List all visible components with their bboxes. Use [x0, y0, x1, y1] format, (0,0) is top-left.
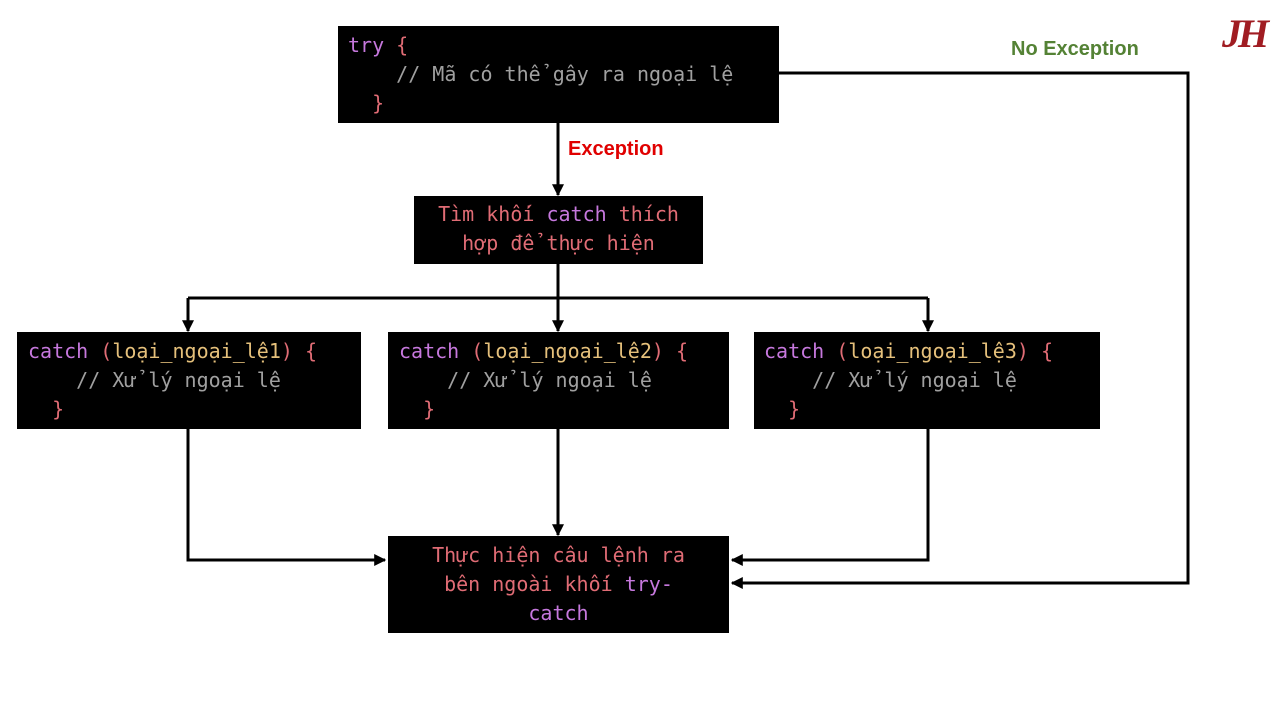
try-close-brace: } — [372, 91, 385, 115]
catch-open-paren: ( — [836, 339, 849, 363]
catch-param: loại_ngoại_lệ2 — [483, 339, 652, 363]
catch-line-3: } — [764, 395, 1100, 424]
try-line-2: // Mã có thể gây ra ngoại lệ — [348, 60, 779, 89]
exit-line-2: bên ngoài khối try- — [388, 570, 729, 599]
catch-line-1: catch (loại_ngoại_lệ2) { — [399, 337, 729, 366]
catch-open-paren: ( — [471, 339, 484, 363]
no-exception-label: No Exception — [1011, 38, 1139, 60]
catch-block-3: catch (loại_ngoại_lệ3) { // Xử lý ngoại … — [754, 332, 1100, 429]
find-text-after: thích — [606, 202, 679, 226]
exit-line-2-keyword: try- — [624, 572, 673, 596]
try-keyword: try — [348, 33, 385, 57]
exception-label: Exception — [568, 138, 664, 160]
try-open-brace: { — [396, 33, 409, 57]
find-line-2: hợp để thực hiện — [462, 231, 655, 255]
catch-block-1: catch (loại_ngoại_lệ1) { // Xử lý ngoại … — [17, 332, 361, 429]
catch-line-1: catch (loại_ngoại_lệ1) { — [28, 337, 361, 366]
find-keyword: catch — [546, 202, 607, 226]
try-comment: // Mã có thể gây ra ngoại lệ — [396, 62, 734, 86]
catch-line-3: } — [28, 395, 361, 424]
catch-line-1: catch (loại_ngoại_lệ3) { — [764, 337, 1100, 366]
catch-comment: // Xử lý ngoại lệ — [76, 368, 281, 392]
catch-line-2: // Xử lý ngoại lệ — [399, 366, 729, 395]
find-text-before: Tìm khối — [438, 202, 547, 226]
edge-no-exception — [730, 71, 1190, 589]
exit-block: Thực hiện câu lệnh ra bên ngoài khối try-… — [388, 536, 729, 633]
catch-close-brace: } — [788, 397, 801, 421]
edge-catch1-to-exit — [186, 429, 387, 566]
jh-logo: JH — [1222, 11, 1269, 56]
catch-close: ) { — [1016, 339, 1054, 363]
catch-comment: // Xử lý ngoại lệ — [447, 368, 652, 392]
exit-line-3-keyword: catch — [528, 601, 589, 625]
catch-line-2: // Xử lý ngoại lệ — [764, 366, 1100, 395]
catch-block-2: catch (loại_ngoại_lệ2) { // Xử lý ngoại … — [388, 332, 729, 429]
exit-line-2-text: bên ngoài khối — [444, 572, 625, 596]
catch-keyword: catch — [28, 339, 89, 363]
edge-catch3-to-exit — [730, 429, 930, 566]
catch-line-3: } — [399, 395, 729, 424]
catch-open-paren: ( — [100, 339, 113, 363]
catch-keyword: catch — [764, 339, 825, 363]
catch-close-brace: } — [52, 397, 65, 421]
catch-keyword: catch — [399, 339, 460, 363]
try-block: try { // Mã có thể gây ra ngoại lệ } — [338, 26, 779, 123]
find-line-1: Tìm khối catch thích — [414, 200, 703, 229]
catch-comment: // Xử lý ngoại lệ — [812, 368, 1017, 392]
catch-line-2: // Xử lý ngoại lệ — [28, 366, 361, 395]
catch-close: ) { — [280, 339, 318, 363]
catch-param: loại_ngoại_lệ1 — [112, 339, 281, 363]
exit-line-1: Thực hiện câu lệnh ra — [432, 543, 685, 567]
catch-close-brace: } — [423, 397, 436, 421]
catch-close: ) { — [651, 339, 689, 363]
catch-param: loại_ngoại_lệ3 — [848, 339, 1017, 363]
try-line-3: } — [348, 89, 779, 118]
try-line-1: try { — [348, 31, 779, 60]
